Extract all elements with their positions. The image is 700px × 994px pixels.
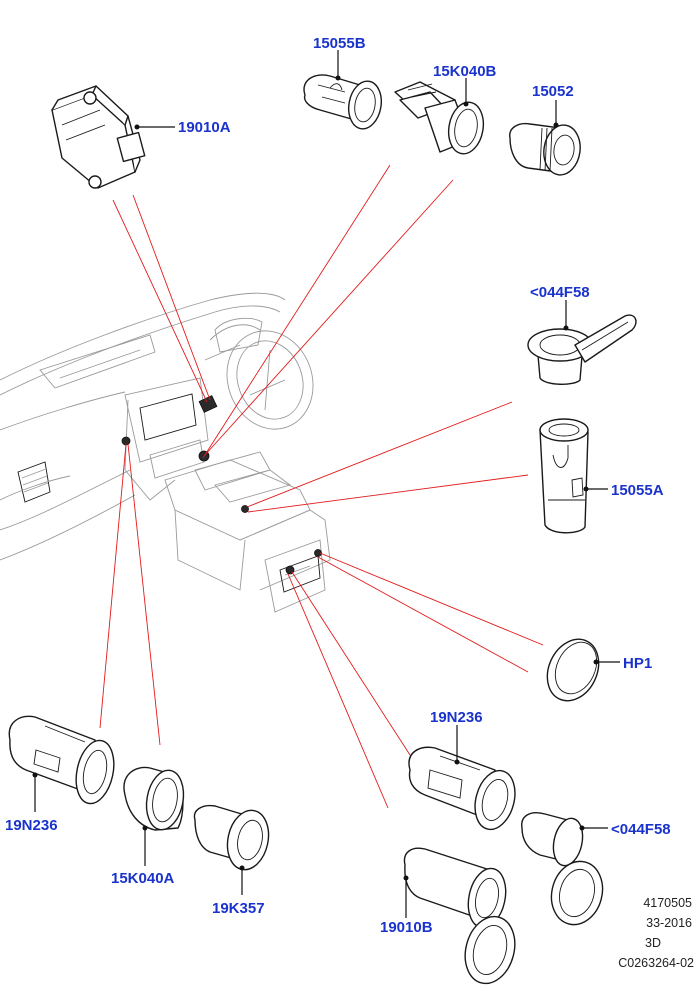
ref-line-2: 33-2016 <box>646 916 692 930</box>
label-HP1[interactable]: HP1 <box>623 655 652 672</box>
bezel-044F58-bottom-drawing[interactable] <box>521 812 610 931</box>
label-19N236-left[interactable]: 19N236 <box>5 817 58 834</box>
label-19010A[interactable]: 19010A <box>178 119 231 136</box>
socket-15055B-drawing[interactable] <box>303 50 385 131</box>
label-15K040B[interactable]: 15K040B <box>433 63 497 80</box>
ref-line-3: 3D <box>645 936 661 950</box>
ref-line-1: 4170505 <box>643 896 692 910</box>
part-labels: 15055B 15K040B 15052 19010A <044F58 1505… <box>5 35 671 936</box>
label-044F58-top[interactable]: <044F58 <box>530 284 590 301</box>
label-15K040A[interactable]: 15K040A <box>111 870 175 887</box>
bezel-044F58-top-drawing[interactable] <box>527 300 637 385</box>
socket-19010B-drawing[interactable] <box>403 847 522 989</box>
dashboard-illustration <box>0 292 331 613</box>
socket-19N236-left-drawing[interactable] <box>8 715 119 812</box>
label-15052[interactable]: 15052 <box>532 83 574 100</box>
label-15055B[interactable]: 15055B <box>313 35 366 52</box>
cap-HP1-drawing[interactable] <box>538 631 620 709</box>
ref-line-4: C0263264-02 <box>618 956 694 970</box>
reference-block: 4170505 33-2016 3D C0263264-02 <box>618 896 694 970</box>
label-19K357[interactable]: 19K357 <box>212 900 265 917</box>
label-19N236-right[interactable]: 19N236 <box>430 709 483 726</box>
socket-15055A-drawing[interactable] <box>539 418 608 534</box>
lighter-15052-drawing[interactable] <box>509 100 584 177</box>
lighter-19K357-drawing[interactable] <box>193 804 273 895</box>
bracket-15K040B-drawing[interactable] <box>394 78 487 157</box>
label-19010B[interactable]: 19010B <box>380 919 433 936</box>
socket-19N236-right-drawing[interactable] <box>408 725 521 834</box>
label-15055A[interactable]: 15055A <box>611 482 664 499</box>
bracket-15K040A-drawing[interactable] <box>123 766 188 866</box>
module-19010A-drawing[interactable] <box>51 85 175 189</box>
label-044F58-bottom[interactable]: <044F58 <box>611 821 671 838</box>
leader-lines <box>99 164 544 809</box>
